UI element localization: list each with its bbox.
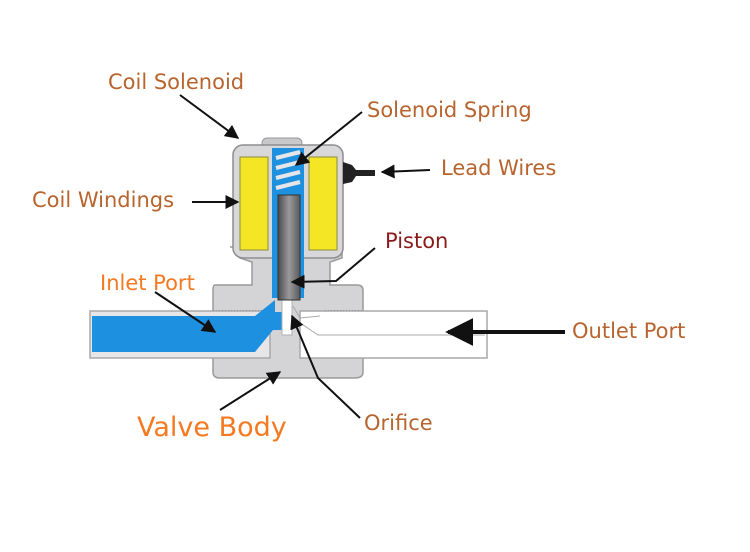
label-coil-windings: Coil Windings bbox=[32, 188, 175, 212]
plunger-tube bbox=[272, 148, 304, 301]
coil-housing bbox=[232, 137, 344, 259]
coil-winding-left bbox=[239, 156, 269, 251]
piston bbox=[277, 194, 301, 301]
arrow-solenoid-spring bbox=[294, 111, 363, 166]
arrow-piston bbox=[290, 247, 376, 289]
arrow-valve-body bbox=[219, 371, 282, 411]
arrow-lead-wires bbox=[380, 164, 431, 179]
inlet-pipe bbox=[89, 300, 285, 359]
label-coil-solenoid: Coil Solenoid bbox=[108, 70, 245, 94]
leader-lines bbox=[154, 94, 565, 419]
coil-winding-right bbox=[308, 156, 338, 251]
lead-wire-plug bbox=[343, 162, 375, 184]
orifice-channel bbox=[281, 299, 293, 336]
label-outlet-port: Outlet Port bbox=[572, 319, 686, 343]
label-orifice: Orifice bbox=[364, 411, 433, 435]
label-piston: Piston bbox=[385, 229, 449, 253]
label-inlet-port: Inlet Port bbox=[100, 271, 195, 295]
arrow-orifice bbox=[290, 314, 361, 419]
label-lead-wires: Lead Wires bbox=[441, 156, 557, 180]
label-solenoid-spring: Solenoid Spring bbox=[367, 98, 532, 122]
arrow-inlet-port bbox=[154, 291, 217, 333]
arrow-coil-solenoid bbox=[179, 94, 240, 139]
label-valve-body: Valve Body bbox=[137, 412, 287, 443]
